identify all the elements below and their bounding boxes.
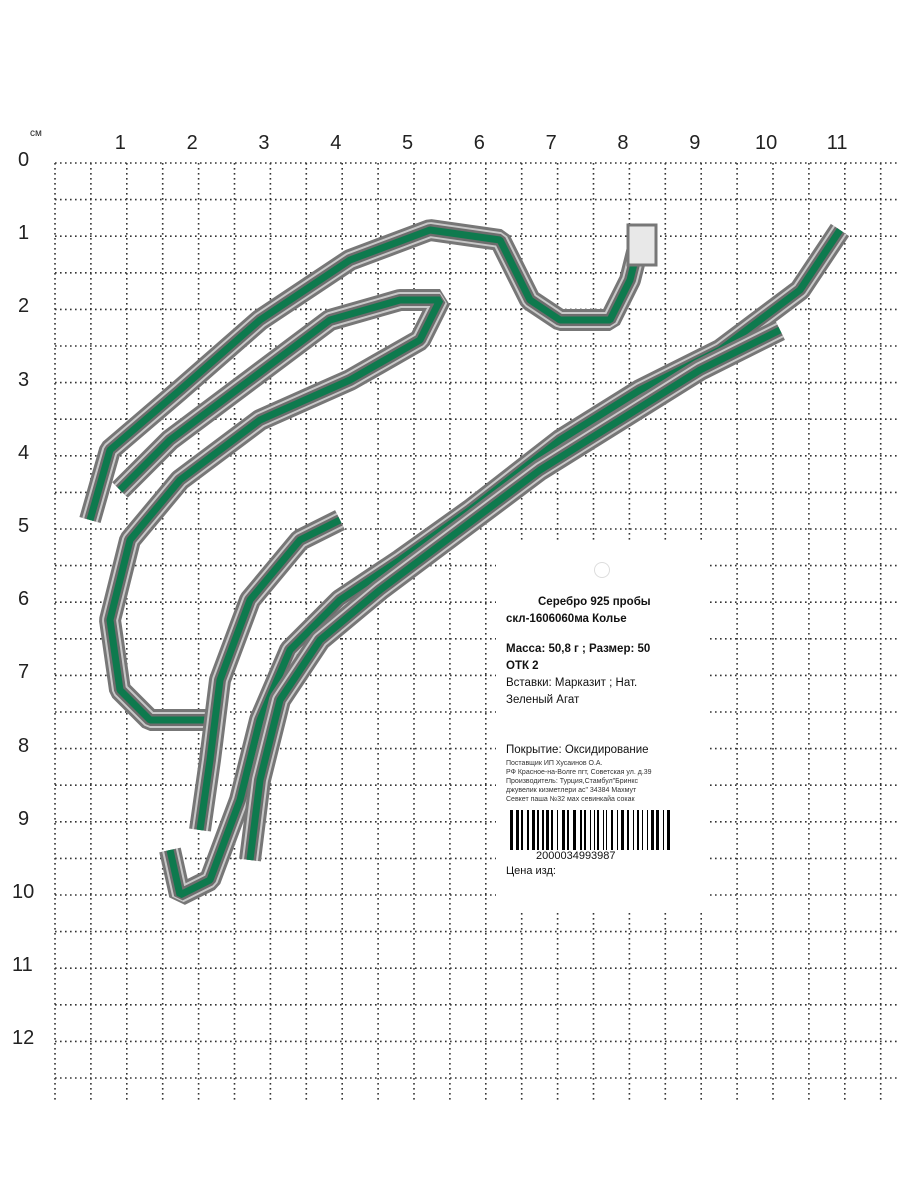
barcode-bar <box>562 810 565 850</box>
barcode-bar <box>594 810 595 850</box>
tag-hole <box>594 562 610 578</box>
barcode-bar <box>510 810 513 850</box>
y-tick-label: 2 <box>18 295 30 318</box>
necklace-segment <box>246 326 782 861</box>
tag-price: Цена изд: <box>506 865 556 877</box>
x-tick-label: 7 <box>545 132 557 154</box>
barcode-bar <box>611 810 613 850</box>
barcode-bar <box>590 810 591 850</box>
barcode-bar <box>516 810 519 850</box>
y-tick-label: 8 <box>18 734 30 757</box>
tag-maker-3: Севкет паша №32 мах севинкайа сокак <box>506 796 635 803</box>
barcode <box>510 810 670 850</box>
barcode-bar <box>603 810 604 850</box>
barcode-bar <box>642 810 643 850</box>
barcode-bar <box>667 810 670 850</box>
y-tick-label: 9 <box>18 807 30 830</box>
tag-maker: Производитель: Турция,Стамбул"Бринкс <box>506 778 639 785</box>
y-tick-label: 7 <box>18 661 30 684</box>
y-tick-label: 3 <box>18 368 30 391</box>
barcode-bar <box>532 810 535 850</box>
tag-supplier: Поставщик ИП Хусаинов О.А. <box>506 760 603 767</box>
y-tick-label: 11 <box>12 954 33 977</box>
y-tick-label: 10 <box>12 881 35 903</box>
barcode-bar <box>567 810 569 850</box>
barcode-bar <box>651 810 654 850</box>
barcode-bar <box>656 810 659 850</box>
barcode-bar <box>542 810 544 850</box>
y-tick-label: 12 <box>12 1027 35 1050</box>
unit-label: см <box>30 128 42 139</box>
x-tick-label: 6 <box>473 132 485 154</box>
clasp <box>626 223 658 267</box>
tag-metal: Серебро 925 пробы <box>538 596 651 608</box>
y-tick-label: 5 <box>18 515 30 537</box>
barcode-bar <box>584 810 586 850</box>
tag-coating: Покрытие: Оксидирование <box>506 744 649 756</box>
x-tick-label: 9 <box>689 132 701 154</box>
x-tick-label: 2 <box>186 132 198 154</box>
tag-mass: Масса: 50,8 г ; Размер: 50 <box>506 643 651 655</box>
tag-otk: ОТК 2 <box>506 660 539 672</box>
barcode-bar <box>597 810 599 850</box>
tag-address: РФ Красное-на-Волге пгт, Советская ул. д… <box>506 769 652 776</box>
x-tick-label: 10 <box>755 132 778 154</box>
barcode-bar <box>647 810 648 850</box>
barcode-bar <box>621 810 624 850</box>
y-tick-label: 0 <box>18 149 30 171</box>
barcode-bar <box>527 810 529 850</box>
x-tick-label: 3 <box>258 132 270 154</box>
barcode-bar <box>521 810 523 850</box>
x-tick-label: 4 <box>330 132 342 154</box>
price-tag: Серебро 925 пробы скл-1606060ма Колье Ма… <box>496 540 710 910</box>
tag-inserts: Вставки: Марказит ; Нат. <box>506 677 638 689</box>
x-tick-label: 11 <box>826 132 848 154</box>
barcode-bar <box>557 810 558 850</box>
barcode-bar <box>546 810 549 850</box>
necklace-segment <box>106 296 444 724</box>
barcode-bar <box>637 810 639 850</box>
barcode-bar <box>617 810 618 850</box>
y-tick-label: 4 <box>18 441 30 464</box>
x-tick-label: 5 <box>402 132 414 154</box>
tag-article: скл-1606060ма Колье <box>506 613 627 625</box>
barcode-bar <box>580 810 582 850</box>
barcode-bar <box>606 810 607 850</box>
x-tick-label: 1 <box>114 132 126 154</box>
x-tick-label: 8 <box>617 132 629 154</box>
tag-inserts-2: Зеленый Агат <box>506 694 580 706</box>
necklace-segment <box>86 226 644 521</box>
barcode-bar <box>633 810 634 850</box>
tag-maker-2: джувелик кизметлери ас" 34384 Махмут <box>506 787 637 794</box>
necklace-segment <box>196 516 342 831</box>
barcode-bar <box>627 810 629 850</box>
barcode-bar <box>537 810 539 850</box>
y-tick-label: 6 <box>18 588 30 611</box>
tag-barcode-number: 2000034993987 <box>536 850 616 862</box>
barcode-bar <box>663 810 664 850</box>
y-tick-label: 1 <box>18 222 30 245</box>
barcode-bar <box>573 810 576 850</box>
barcode-bar <box>551 810 553 850</box>
